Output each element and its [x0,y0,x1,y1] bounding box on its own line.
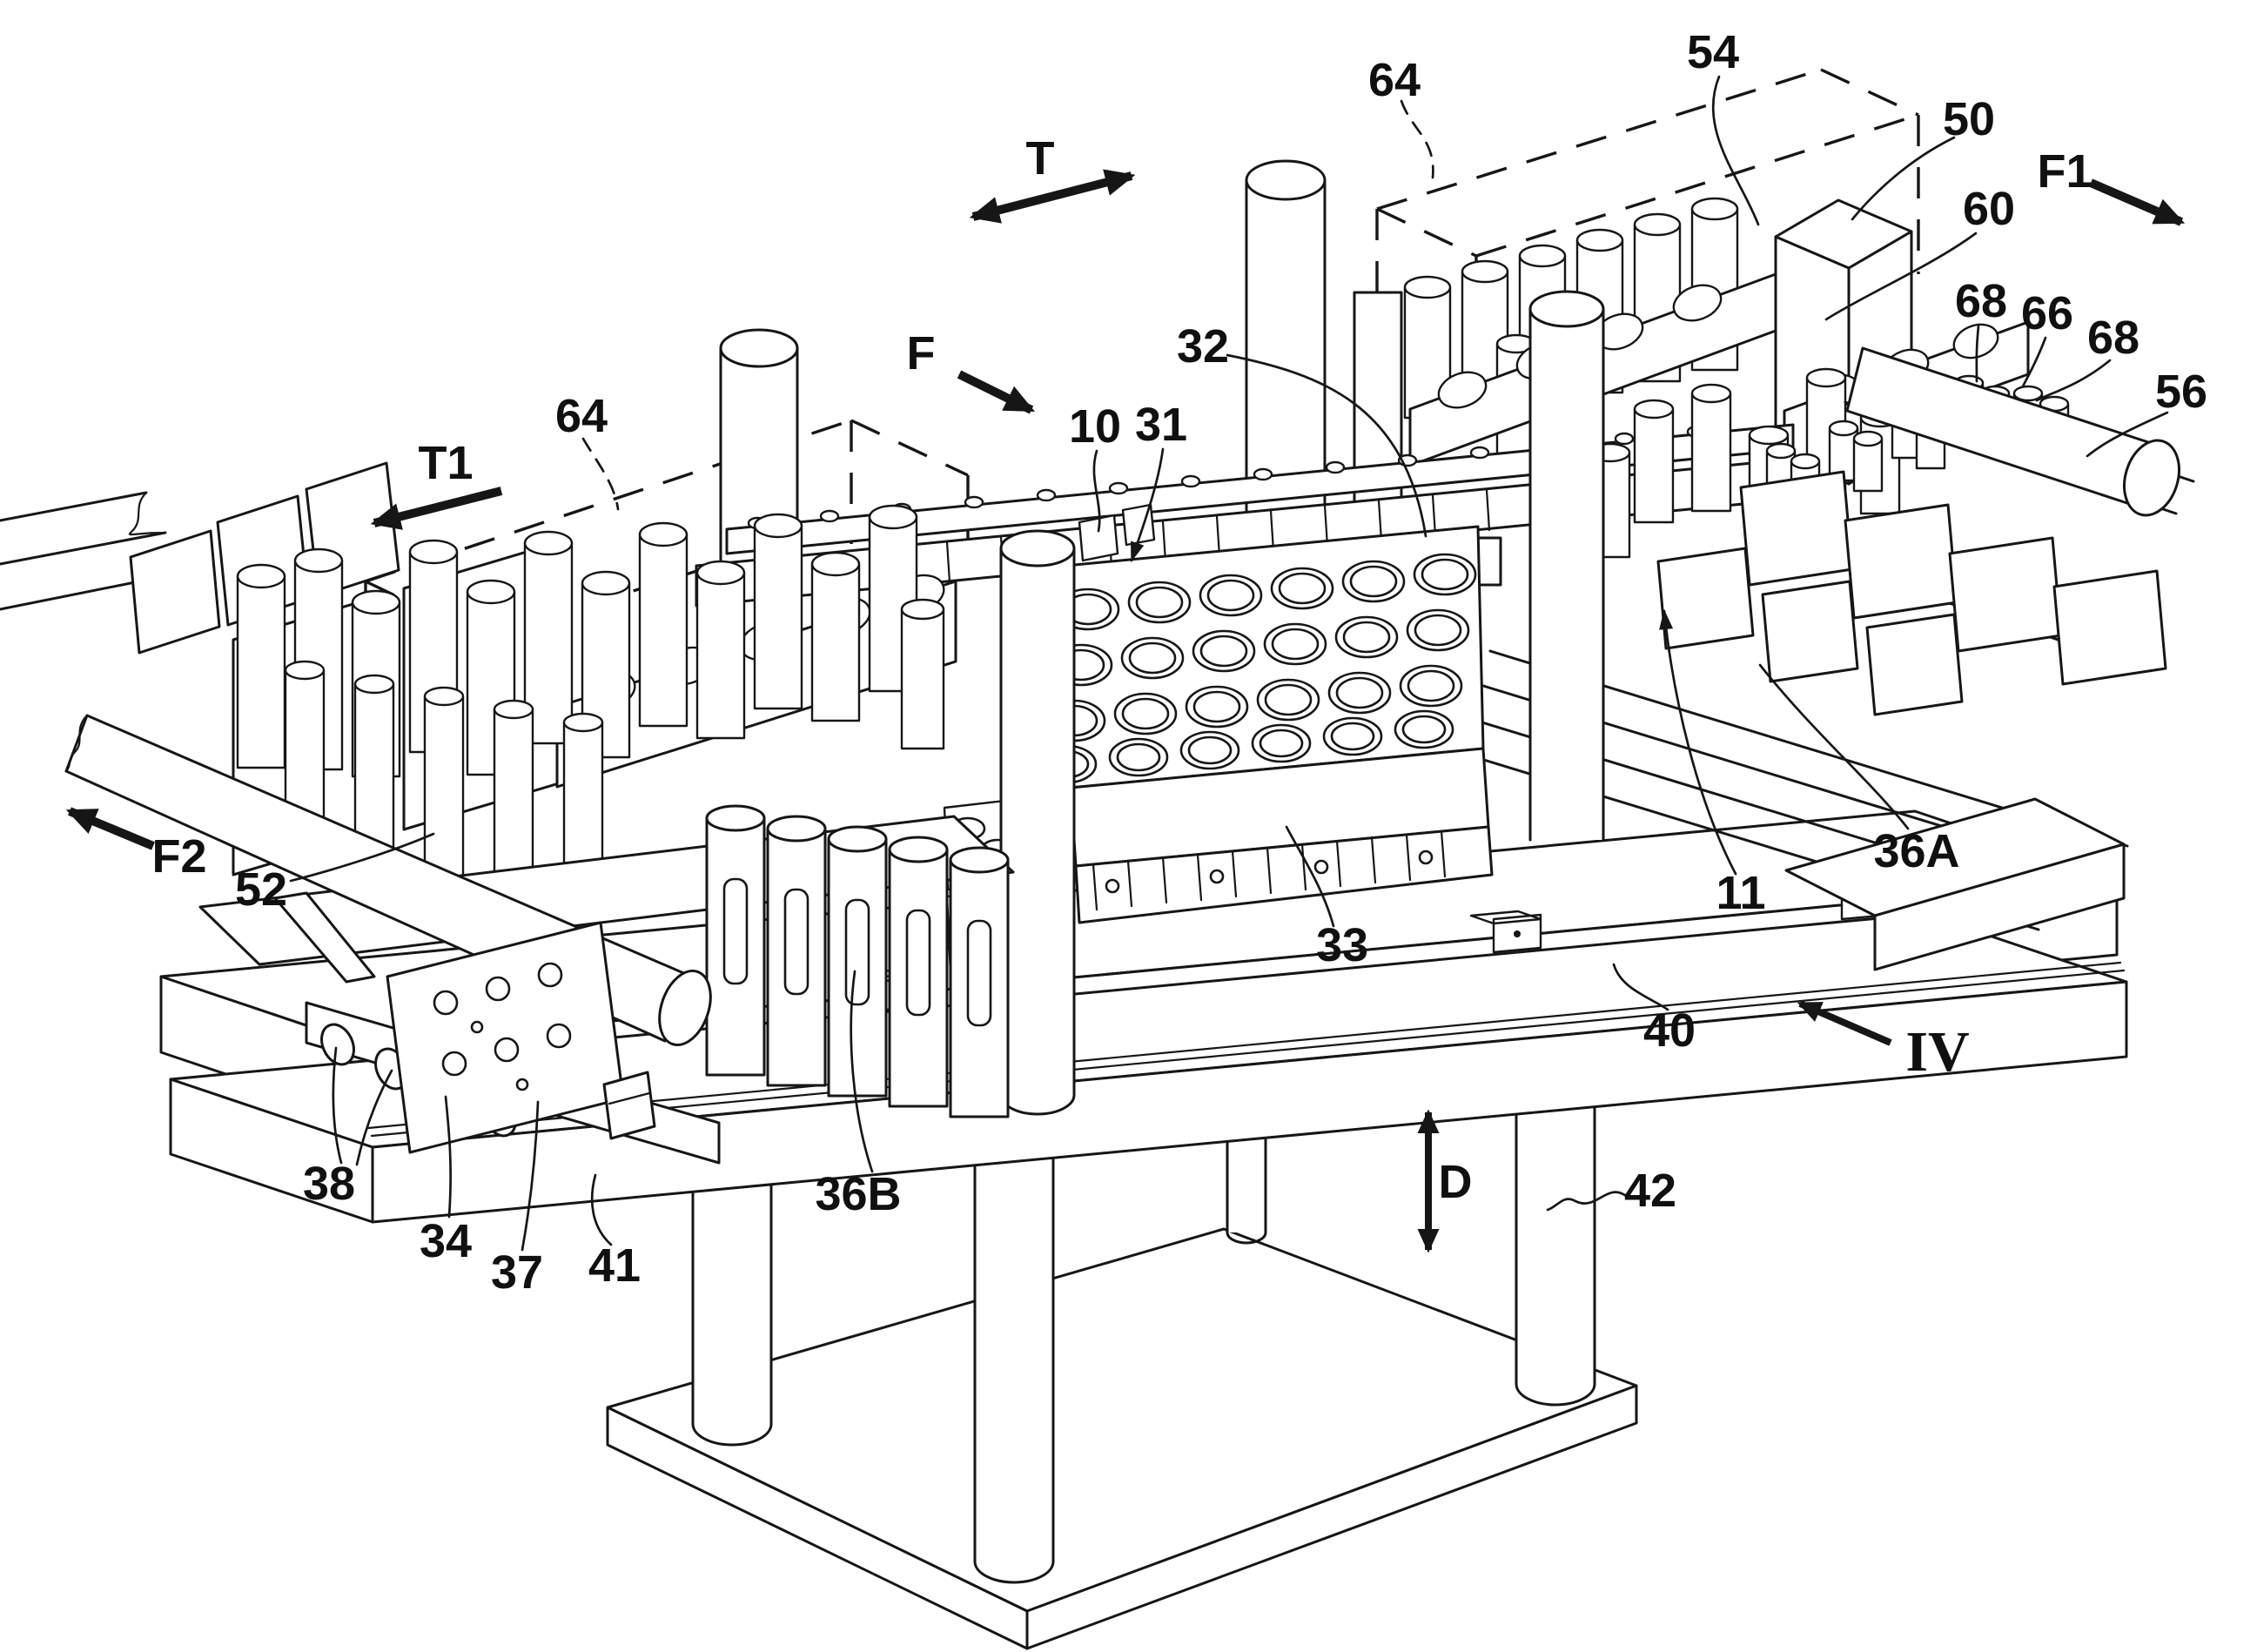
ref-label-50: 50 [1943,93,1995,145]
separator-plates-66 [1656,470,2167,716]
press-column-front-left [999,529,1076,1116]
leader-68-b [2035,359,2112,402]
leader-52 [289,832,435,883]
ref-label-64-right: 64 [1368,54,1421,106]
outfeed-conveyor [1656,346,2195,716]
ref-label-33: 33 [1316,919,1368,971]
ref-label-T1: T1 [418,437,473,489]
ref-label-38: 38 [303,1158,355,1210]
leader-42 [1546,1191,1628,1212]
leader-37 [521,1100,540,1252]
ref-label-D: D [1439,1156,1473,1208]
leader-68-a [1975,325,1980,383]
leader-56 [2086,411,2169,458]
press-column-front-right [1528,290,1605,842]
leader-40 [1612,963,1669,1011]
ref-label-68-a: 68 [1955,275,2007,327]
ref-label-68-b: 68 [2087,312,2139,364]
ref-label-34: 34 [420,1215,472,1267]
manifold-block [305,921,721,1165]
ref-label-42: 42 [1624,1165,1676,1217]
leader-11 [1659,609,1737,876]
leader-31 [1130,447,1165,562]
ref-label-11: 11 [1716,867,1765,919]
ref-label-54: 54 [1687,26,1739,78]
leader-64-left [581,437,620,511]
leader-10 [1092,449,1101,533]
leader-38-a [332,1046,343,1165]
ref-label-36B: 36B [815,1168,901,1220]
leader-60 [1824,232,1978,321]
front-cartridges [705,804,1010,1118]
ref-label-IV: IV [1905,1020,1969,1084]
leader-66 [2021,336,2047,388]
guide-rails-36A [1400,649,2129,971]
arrow-T1 [370,487,503,530]
leader-50 [1851,136,1956,221]
leader-33 [1285,825,1335,928]
ref-label-56: 56 [2155,366,2207,418]
arrow-F1 [2089,178,2186,226]
guide-cylinder-56 [1845,346,2180,517]
ref-label-F: F [907,327,936,379]
ref-label-10: 10 [1069,400,1121,453]
ref-label-40: 40 [1643,1004,1696,1057]
left-tool-module [0,461,1015,1118]
arrow-F [957,370,1036,414]
ref-label-31: 31 [1135,399,1187,451]
ref-label-F2: F2 [151,830,206,883]
ref-label-52: 52 [235,863,287,916]
leader-54 [1711,75,1760,226]
leader-36A [1758,663,1910,830]
ref-label-60: 60 [1963,183,2015,235]
ref-label-36A: 36A [1873,825,1959,877]
leader-64-right [1400,99,1434,179]
ref-label-66: 66 [2021,287,2073,339]
leader-41 [590,1173,613,1246]
leader-32 [1226,353,1427,538]
base-plate [606,1227,1638,1650]
direction-arrows [65,169,2186,1253]
arrow-T [969,169,1136,224]
leader-36B [850,970,874,1173]
ref-label-41: 41 [588,1239,641,1292]
ref-label-37: 37 [491,1246,543,1299]
tray-mechanism-strip [1074,825,1494,924]
reference-labels: T 64 54 50 F1 60 68 66 68 56 32 F 10 31 … [151,26,2207,1299]
ref-label-T: T [1026,132,1055,185]
leader-lines [289,75,2169,1252]
arrow-IV [1797,1000,1892,1046]
ref-label-32: 32 [1177,320,1229,373]
ref-label-64-left: 64 [555,390,608,442]
leader-38-b [355,1069,393,1166]
arrow-F2 [65,807,155,850]
leader-34 [444,1095,452,1219]
ref-label-F1: F1 [2037,145,2092,198]
